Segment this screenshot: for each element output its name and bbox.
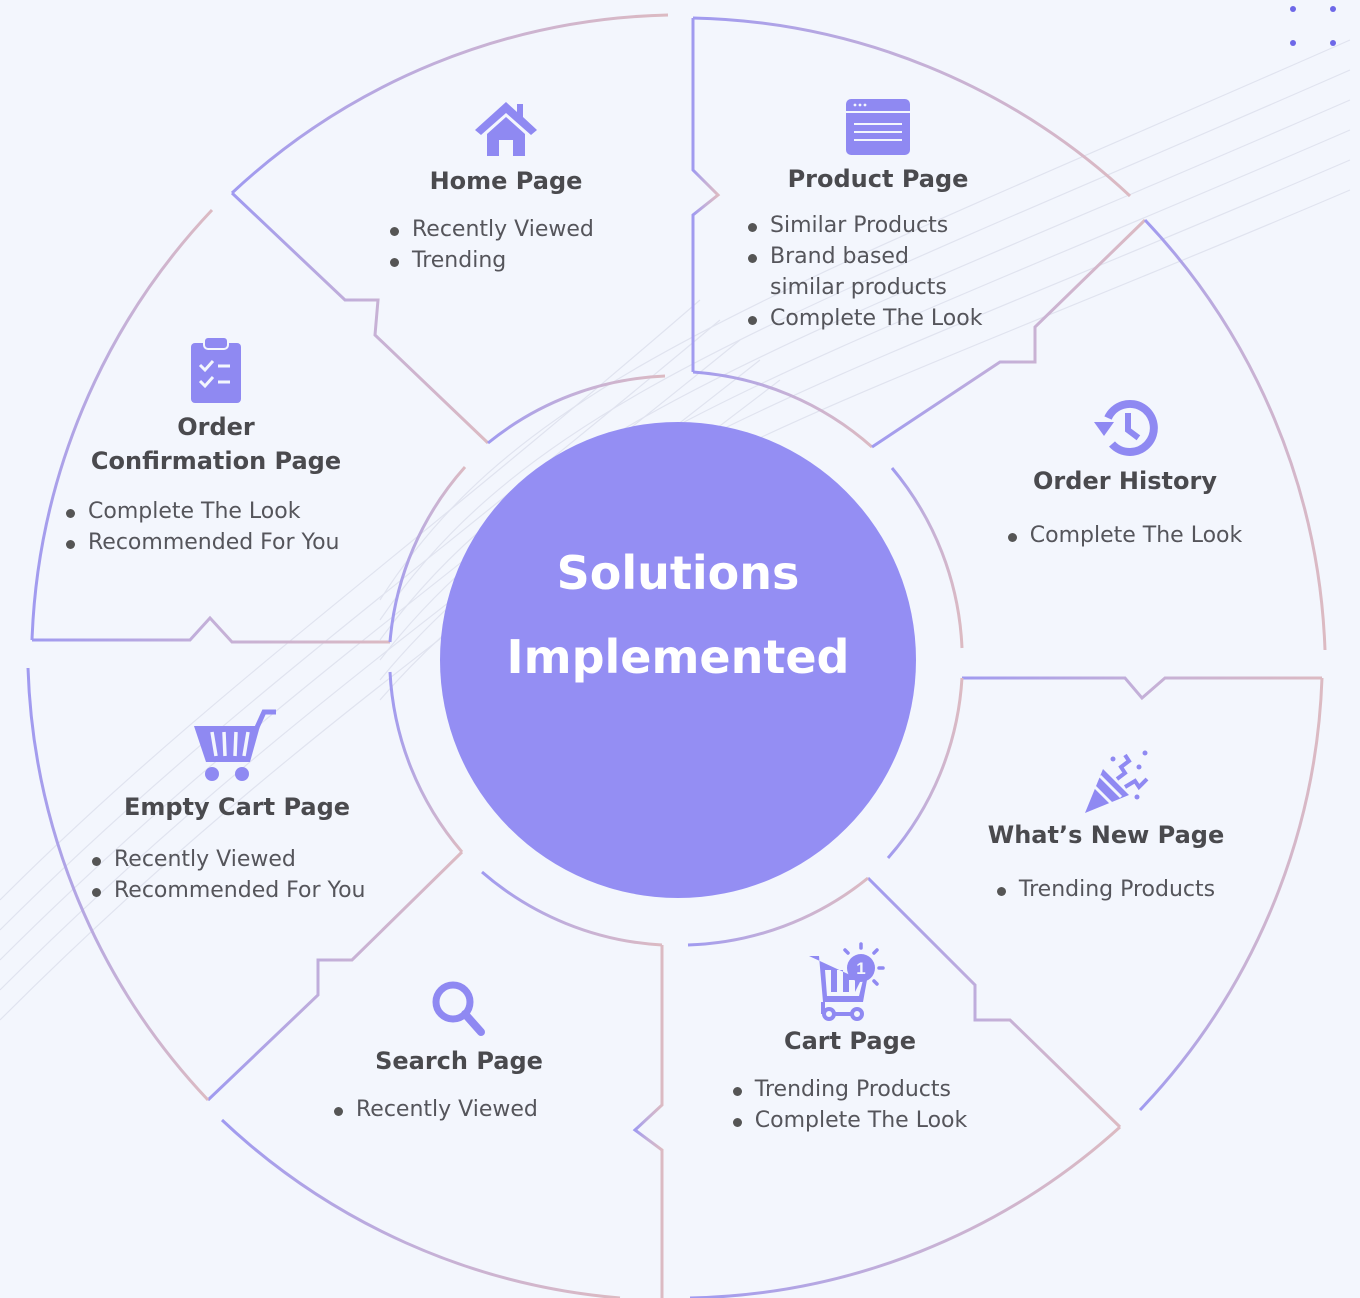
list-item: Recommended For You	[92, 875, 365, 906]
segment-empty-cart-page: Empty Cart Page Recently Viewed Recommen…	[92, 704, 382, 906]
segment-title: Cart Page	[783, 1027, 917, 1055]
list-item: Recently Viewed	[334, 1094, 538, 1125]
center-title-line1: Solutions	[556, 546, 800, 600]
segment-title: Home Page	[429, 167, 583, 195]
segment-title: Empty Cart Page	[123, 793, 351, 821]
list-item: Trending Products	[732, 1074, 967, 1105]
shopping-cart-icon	[192, 704, 282, 784]
segment-list: Complete The Look Recommended For You	[66, 496, 339, 558]
segment-list: Similar Products Brand based similar pro…	[748, 210, 998, 334]
list-item: Complete The Look	[1007, 520, 1242, 551]
list-item: Complete The Look	[732, 1105, 967, 1136]
browser-window-icon	[842, 94, 914, 158]
segment-list: Trending Products	[996, 874, 1215, 905]
list-item: Recently Viewed	[390, 214, 594, 245]
list-item: Trending Products	[996, 874, 1215, 905]
cart-badge-icon: 1	[805, 940, 895, 1030]
decorative-dots	[1284, 2, 1344, 52]
segment-order-history: Order History Complete The Look	[990, 396, 1260, 551]
segment-order-confirmation-page: Order Confirmation Page Complete The Loo…	[66, 334, 366, 558]
list-item: Recommended For You	[66, 527, 339, 558]
segment-list: Recently Viewed Recommended For You	[92, 844, 365, 906]
segment-title: What’s New Page	[987, 821, 1225, 849]
center-title-line2: Implemented	[506, 630, 850, 684]
list-item: Complete The Look	[748, 303, 998, 334]
segment-list: Recently Viewed	[334, 1094, 538, 1125]
segment-title: Order Confirmation Page	[90, 413, 342, 475]
segment-search-page: Search Page Recently Viewed	[334, 976, 594, 1125]
party-popper-icon	[1080, 750, 1152, 814]
clipboard-check-icon	[180, 334, 252, 406]
history-clock-icon	[1089, 396, 1161, 460]
list-item: Recently Viewed	[92, 844, 365, 875]
search-icon	[423, 976, 495, 1040]
segment-list: Recently Viewed Trending	[390, 214, 594, 276]
cart-badge-count: 1	[856, 959, 865, 978]
list-item: Similar Products	[748, 210, 998, 241]
segment-title: Order History	[1033, 467, 1217, 495]
segment-product-page: Product Page Similar Products Brand base…	[748, 94, 1008, 334]
center-circle: Solutions Implemented	[440, 422, 916, 898]
segment-title: Product Page	[787, 165, 969, 193]
list-item: Trending	[390, 245, 594, 276]
segment-list: Trending Products Complete The Look	[732, 1074, 967, 1136]
list-item: Complete The Look	[66, 496, 339, 527]
segment-title: Search Page	[375, 1047, 543, 1075]
segment-list: Complete The Look	[1007, 520, 1242, 551]
segment-home-page: Home Page Recently Viewed Trending	[386, 96, 626, 276]
segment-cart-page: 1 Cart Page Trending Products Complete T…	[720, 940, 980, 1136]
segment-whats-new-page: What’s New Page Trending Products	[976, 750, 1236, 905]
house-icon	[470, 96, 542, 160]
list-item: Brand based similar products	[748, 241, 998, 303]
